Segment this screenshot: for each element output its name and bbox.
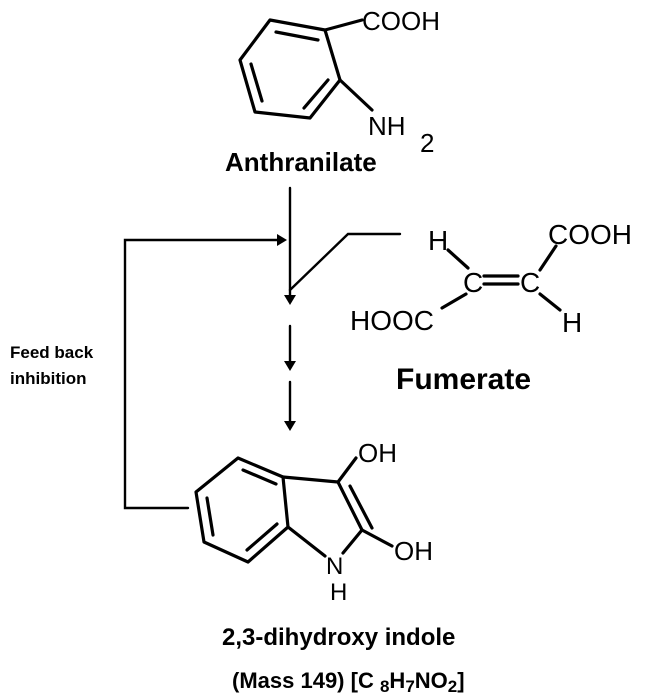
indole-c3-c2-bond [336,480,364,532]
fumerate-join-line [288,232,402,292]
fumerate-h-c-bond-top [446,248,470,270]
feedback-inhibition-line [123,234,287,510]
anthranilate-name: Anthranilate [225,147,377,177]
fumerate-c-right: C [520,267,540,298]
mass-sub-o: 2 [448,677,457,696]
mass-no: NO [415,668,448,693]
indole-name: 2,3-dihydroxy indole [222,624,455,651]
indole-double-bond-1 [241,468,278,486]
indole-c2-oh-bond [360,528,394,548]
feedback-loop: Feed back inhibition [10,234,287,510]
anthranilate-cooh-label: COOH [362,6,440,36]
fumerate-c-cooh-bond [538,244,558,272]
fumerate-c-hooc-bond [440,292,468,310]
anthranilate-nh2-bond [338,78,374,112]
feedback-label-line1: Feed back [10,343,94,362]
anthranilate-double-bond-2 [302,78,330,110]
indole-c3-c2-double [348,484,374,530]
fumerate-name: Fumerate [396,363,531,396]
indole-mass-formula: (Mass 149) [C 8H7NO2] [232,668,465,696]
mass-sub-c: 8 [380,677,389,696]
indole-h-label: H [330,579,347,606]
anthranilate-cooh-bond [323,18,364,32]
anthranilate-nh-label: NH [368,111,406,141]
fumerate-cooh: COOH [548,219,632,250]
mass-prefix: (Mass 149) [C [232,668,380,693]
feedback-label-line2: inhibition [10,369,86,388]
indole-structure: OH OH N H 2,3-dihydroxy indole (Mass 149… [194,438,465,696]
indole-oh-bottom: OH [394,536,433,566]
indole-c2-n-bond [341,528,364,555]
main-pathway [284,186,402,431]
anthranilate-nh-subscript: 2 [420,128,434,158]
indole-c3-oh-bond [336,456,358,484]
fumerate-c-h-bond-bottom [538,292,562,312]
mass-sub-h: 7 [405,677,414,696]
indole-c3a-c3-bond [281,475,340,484]
indole-n-c7a-bond [286,525,327,558]
anthranilate-double-bond-3 [249,62,264,103]
anthranilate-structure: COOH NH 2 Anthranilate [225,6,440,177]
fumerate-c-left: C [463,267,483,298]
anthranilate-double-bond-1 [274,30,320,42]
indole-oh-top: OH [358,438,397,468]
fumerate-h-bottom: H [562,307,582,338]
fumerate-h-top: H [428,225,448,256]
fumerate-hooc: HOOC [350,305,434,336]
indole-double-bond-2 [245,522,279,552]
indole-double-bond-3 [205,496,215,537]
fumerate-structure: H COOH C C HOOC H Fumerate [350,219,632,396]
mass-h: H [389,668,405,693]
mass-suffix: ] [457,668,464,693]
indole-n-label: N [326,553,343,580]
